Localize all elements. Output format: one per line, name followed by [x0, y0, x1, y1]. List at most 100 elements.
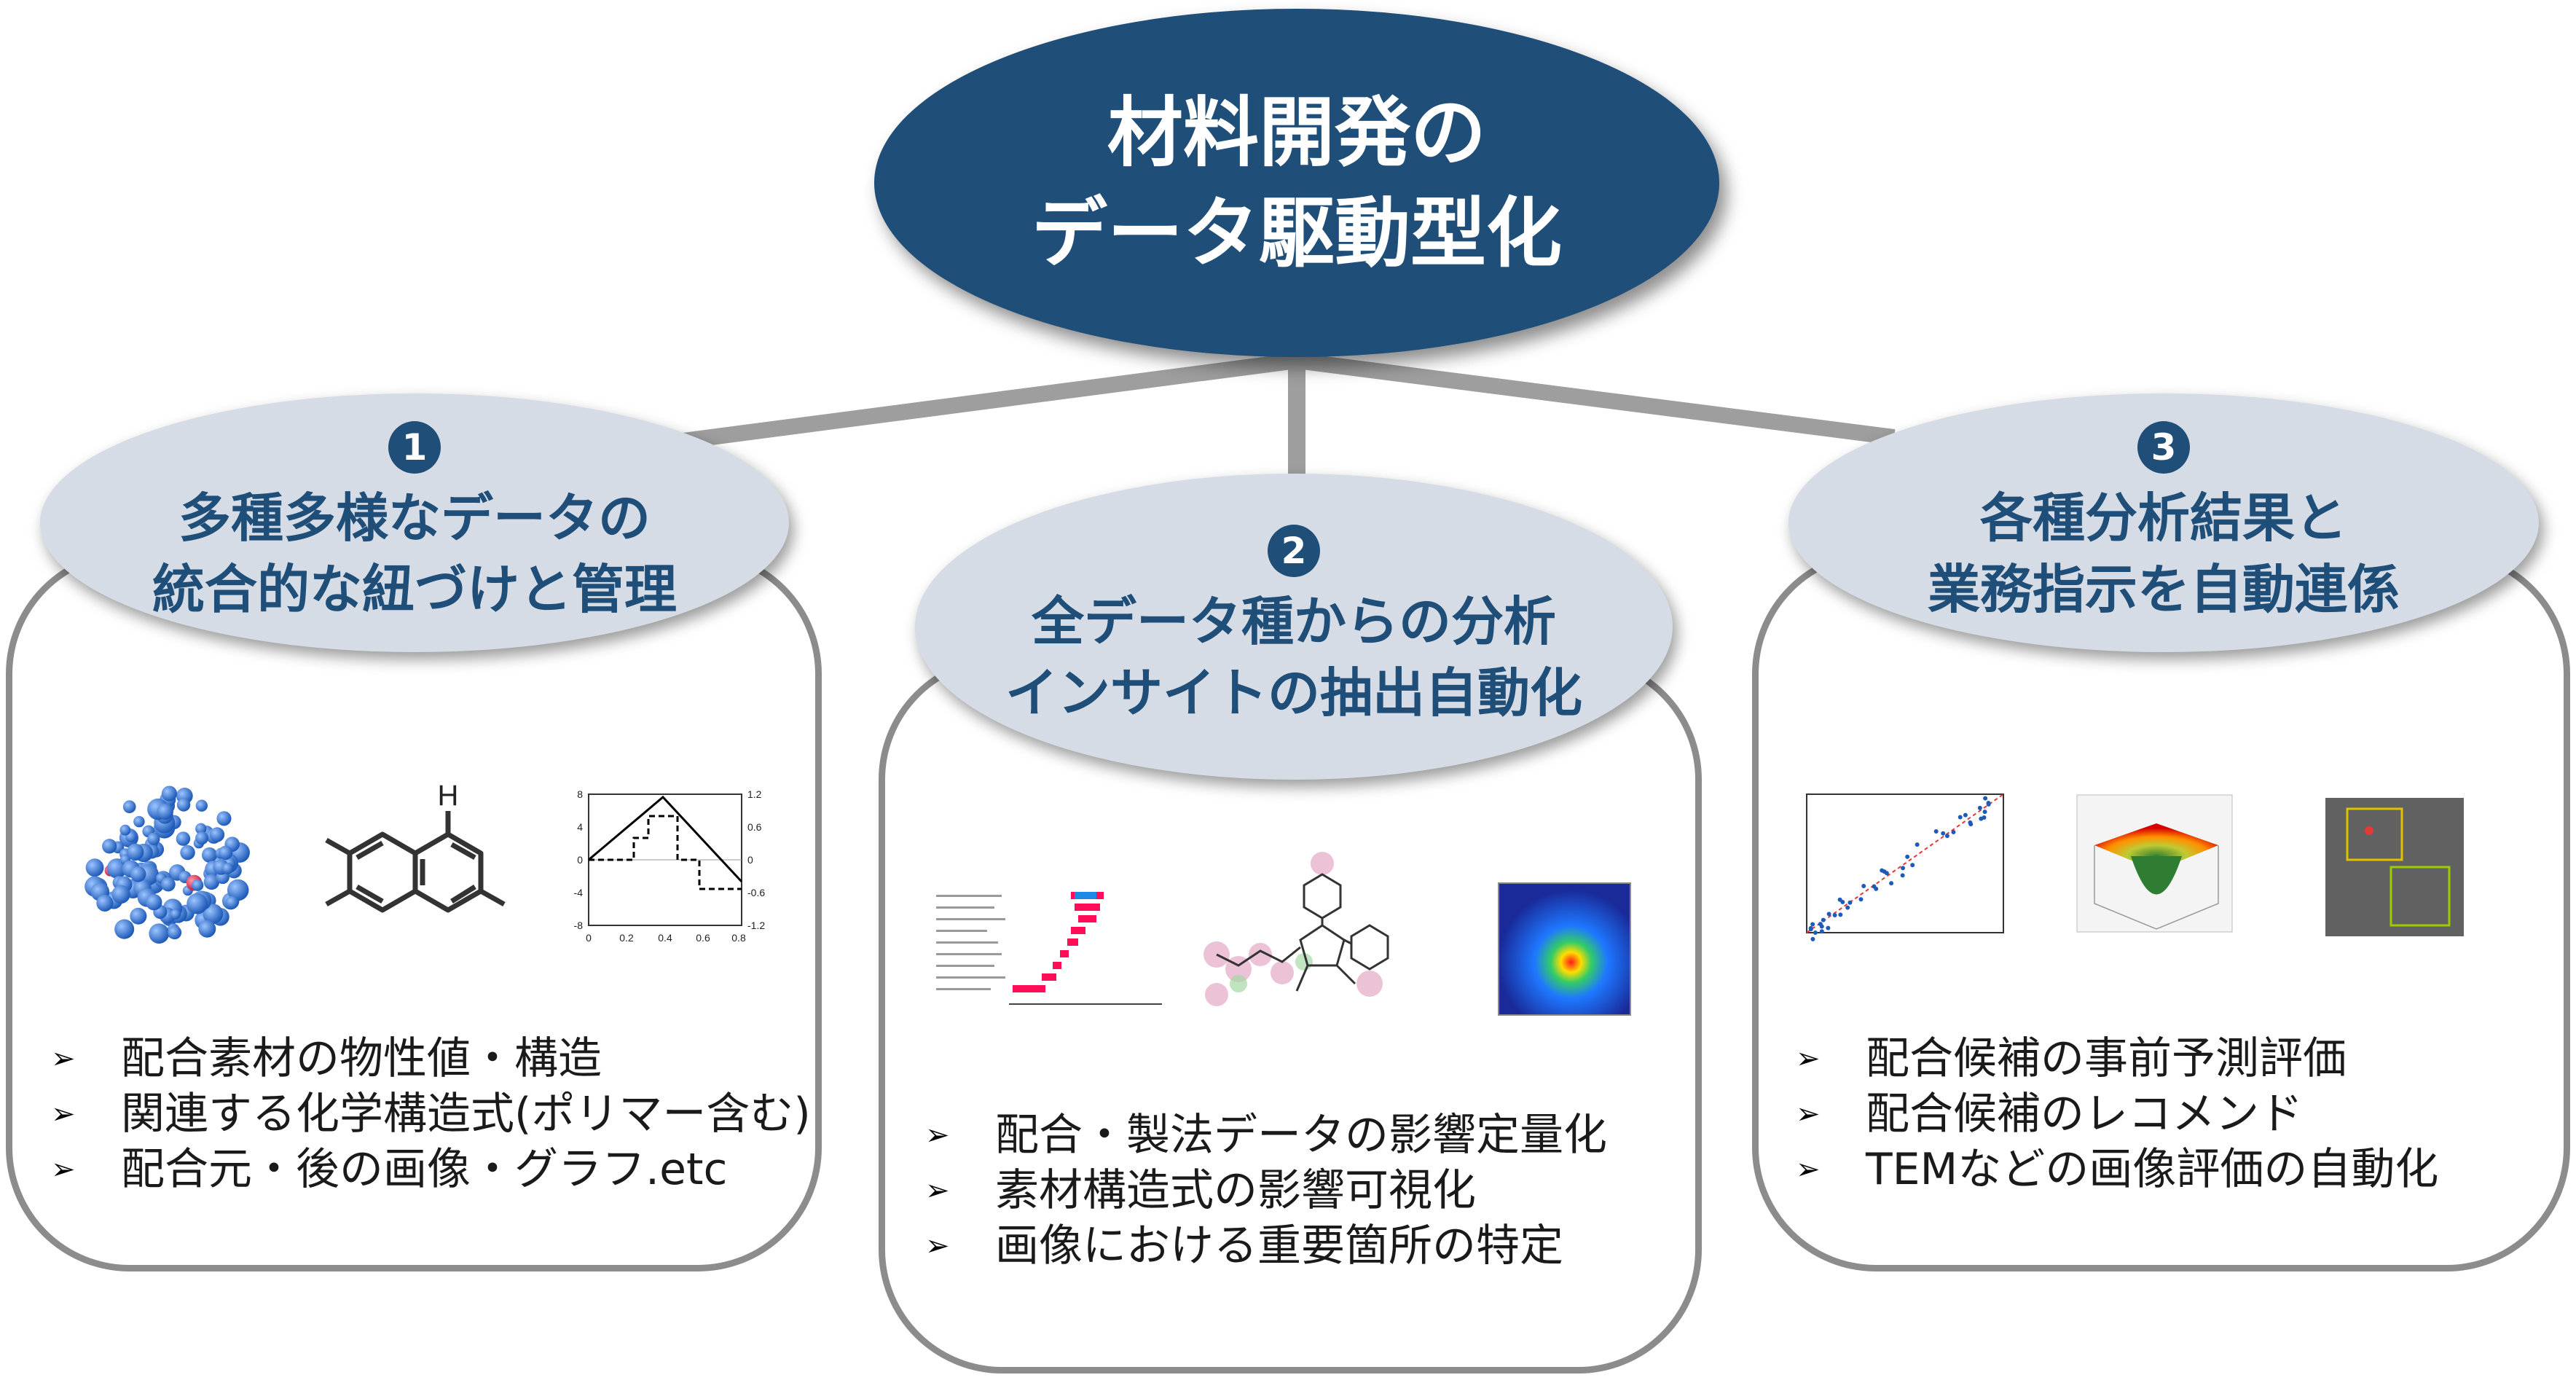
molecule-sphere-icon — [85, 785, 250, 944]
molecule-ball — [195, 823, 207, 835]
scatter-point — [1944, 834, 1949, 839]
scatter-point — [1813, 930, 1818, 935]
chemical-structure-icon: H — [325, 783, 506, 913]
molecule-ball — [186, 893, 208, 914]
scatter-point — [1933, 828, 1939, 834]
scatter-point — [1884, 871, 1889, 876]
graph1-left-tick-2: 0 — [577, 854, 583, 866]
graph1-right-tick-4: -1.2 — [747, 920, 765, 931]
scatter-point — [1968, 822, 1974, 827]
scatter-point — [1889, 881, 1894, 886]
pillar-2-bullet: ➢配合・製法データの影響定量化 — [925, 1108, 1607, 1163]
pillar-1-bullet: ➢ 配合素材の物性値・構造 — [51, 1031, 811, 1086]
arrow-bullet-icon: ➢ — [925, 1229, 950, 1263]
scatter-point — [1880, 868, 1885, 873]
pillar-3-number-badge: 3 — [2137, 420, 2190, 474]
pillar-1-bullet-list: ➢ 配合素材の物性値・構造 ➢関連する化学構造式(ポリマー含む) ➢ 配合元・後の画… — [51, 1031, 811, 1197]
molecule-ball — [127, 843, 144, 861]
molecule-ball — [209, 827, 225, 842]
pillar-1-bullet-text: 配合元・後の画像・グラフ.etc — [121, 1144, 728, 1195]
molecule-ball — [96, 894, 114, 912]
molecule-ball — [201, 847, 218, 863]
pillar-1-bullet: ➢関連する化学構造式(ポリマー含む) — [51, 1086, 811, 1142]
scatter-point — [1826, 912, 1831, 917]
heatmap-image-icon — [1498, 882, 1631, 1016]
arrow-bullet-icon: ➢ — [1796, 1153, 1821, 1186]
molecule-ball — [102, 839, 117, 854]
molecule-ball — [192, 879, 204, 891]
scatter-point — [1837, 897, 1842, 902]
molecule-ball — [133, 815, 145, 828]
arrow-bullet-icon: ➢ — [1796, 1097, 1821, 1131]
graph1-right-tick-3: -0.6 — [747, 887, 765, 898]
scatter-point — [1810, 936, 1815, 941]
scatter-point — [1915, 842, 1920, 847]
pillar-2-bullet-list: ➢配合・製法データの影響定量化 ➢ 素材構造式の影響可視化 ➢ 画像における重要箇所… — [925, 1108, 1607, 1274]
molecule-ball — [147, 832, 160, 845]
scatter-point — [1910, 863, 1915, 868]
pillar-2-bullet-text: 素材構造式の影響可視化 — [995, 1165, 1476, 1216]
pillar-2-bullet: ➢ 画像における重要箇所の特定 — [925, 1218, 1607, 1274]
molecule-ball — [225, 896, 239, 909]
molecule-ball — [227, 879, 249, 901]
pillar-2-bullet: ➢ 素材構造式の影響可視化 — [925, 1163, 1607, 1218]
scatter-point — [1838, 912, 1843, 917]
scatter-point — [1821, 917, 1826, 922]
scatter-point — [1826, 925, 1831, 930]
main-title-ellipse: 材料開発の データ駆動型化 — [874, 9, 1719, 357]
pillar-1-title-line-1: 多種多様なデータの — [178, 487, 651, 549]
shap-waterfall-icon — [936, 892, 1162, 1005]
pillar-3-title-line-2: 業務指示を自動連係 — [1927, 558, 2400, 620]
molecule-ball — [161, 785, 178, 802]
pillar-2-bullet-text: 画像における重要箇所の特定 — [995, 1220, 1563, 1271]
arrow-bullet-icon: ➢ — [51, 1042, 76, 1075]
scatter-point — [1982, 810, 1987, 815]
molecule-ball — [176, 798, 191, 812]
molecule-ball — [180, 845, 195, 861]
molecule-ball — [149, 923, 170, 944]
arrow-bullet-icon: ➢ — [925, 1174, 950, 1207]
tem-image-icon — [2325, 798, 2464, 936]
connector-left — [676, 353, 1298, 450]
molecule-highlight-icon — [1203, 852, 1389, 1006]
surface-plot-icon — [2076, 794, 2233, 933]
molecule-ball — [157, 803, 173, 820]
pillar-3-bullet-list: ➢配合候補の事前予測評価 ➢ 配合候補のレコメンド ➢ TEMなどの画像評価の自動化 — [1796, 1031, 2438, 1197]
scatter-point — [1832, 913, 1837, 918]
scatter-point — [1951, 829, 1956, 834]
scatter-point — [1845, 905, 1850, 910]
scatter-point — [1858, 897, 1864, 902]
scatter-point — [1901, 866, 1906, 871]
pillar-1-number-badge: 1 — [388, 420, 441, 474]
molecule-ball — [216, 811, 232, 826]
scatter-point — [1861, 884, 1866, 889]
arrow-bullet-icon: ➢ — [925, 1118, 950, 1152]
scatter-point — [1983, 796, 1988, 801]
scatter-point — [1808, 927, 1813, 932]
graph1-left-tick-1: 4 — [577, 821, 583, 833]
pillar-1-bullet-text: 配合素材の物性値・構造 — [121, 1033, 602, 1084]
molecule-ball — [170, 909, 181, 920]
pillar-3-bullet-text: 配合候補のレコメンド — [1866, 1089, 2303, 1140]
pillar-3-bullet: ➢配合候補の事前予測評価 — [1796, 1031, 2438, 1086]
pillar-2-title-line-2: インサイトの抽出自動化 — [1005, 662, 1582, 724]
main-title-line-2: データ駆動型化 — [1031, 189, 1562, 278]
scatter-point — [1874, 886, 1879, 891]
molecule-ball — [176, 831, 191, 846]
graph1-right-tick-0: 1.2 — [747, 788, 762, 800]
molecule-ball — [203, 874, 220, 890]
scatter-point — [1963, 812, 1968, 818]
molecule-ball — [198, 920, 216, 938]
scatter-point — [1982, 815, 1987, 820]
molecule-ball — [221, 863, 234, 874]
molecule-ball — [195, 799, 208, 812]
graph1-left-tick-3: -4 — [574, 887, 584, 898]
pillar-3-bullet-text: TEMなどの画像評価の自動化 — [1866, 1144, 2439, 1195]
graph1-right-tick-1: 0.6 — [747, 821, 762, 833]
molecule-ball — [168, 925, 182, 940]
pillar-2-ellipse: 2 全データ種からの分析 インサイトの抽出自動化 — [915, 474, 1673, 780]
pillar-2-title-line-1: 全データ種からの分析 — [1031, 591, 1556, 652]
pillar-3-title-line-1: 各種分析結果と — [1979, 487, 2347, 549]
molecule-ball — [130, 866, 146, 882]
molecule-ball — [203, 904, 224, 925]
